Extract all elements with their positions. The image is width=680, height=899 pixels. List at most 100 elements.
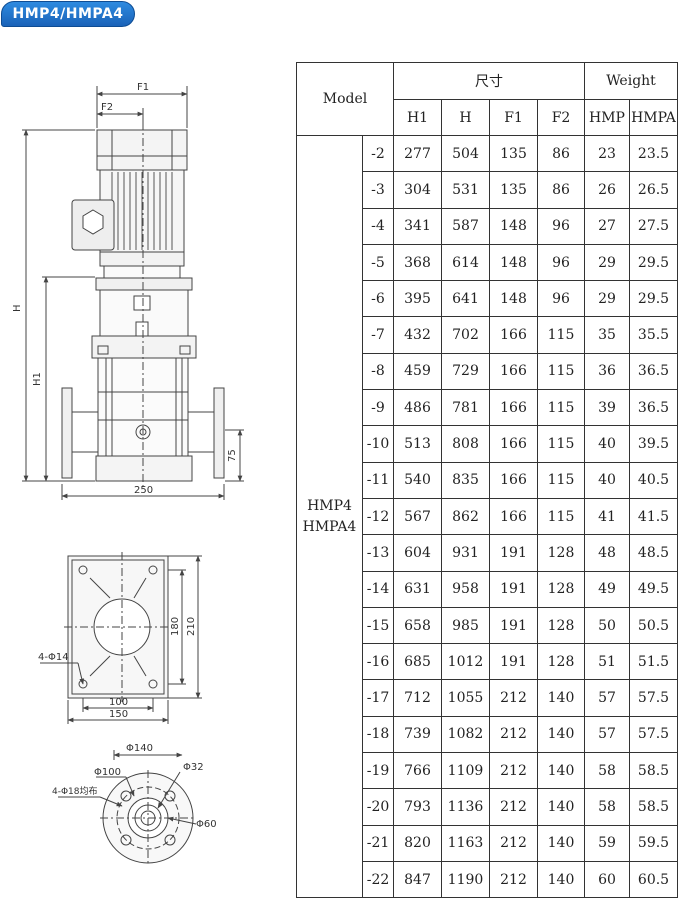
cell-f2: 115 <box>537 389 585 427</box>
header-dimensions: 尺寸 <box>393 62 585 100</box>
cell-f1: 191 <box>489 606 538 645</box>
cell-f2: 115 <box>537 461 585 499</box>
cell-weight-hmp: 41 <box>584 497 630 536</box>
plan-150-label: 150 <box>109 709 128 720</box>
cell-f1: 135 <box>489 171 538 209</box>
cell-model-suffix: -21 <box>362 824 394 862</box>
cell-model-suffix: -12 <box>362 497 394 536</box>
cell-h: 1190 <box>441 860 490 899</box>
cell-weight-hmp: 49 <box>584 570 630 608</box>
dim-h1-label: H1 <box>32 372 43 386</box>
flange-60-label: Φ60 <box>196 819 217 830</box>
cell-h1: 304 <box>393 171 442 209</box>
cell-h1: 685 <box>393 643 442 681</box>
cell-f1: 148 <box>489 207 538 245</box>
cell-h1: 341 <box>393 207 442 245</box>
cell-h: 1109 <box>441 752 490 790</box>
pump-elevation <box>22 86 244 500</box>
cell-h: 1012 <box>441 643 490 681</box>
cell-f1: 148 <box>489 280 538 318</box>
cell-h1: 567 <box>393 497 442 536</box>
flange-100-label: Φ100 <box>94 767 121 778</box>
cell-model-suffix: -3 <box>362 171 394 209</box>
cell-weight-hmp: 60 <box>584 860 630 899</box>
header-h: H <box>441 99 490 136</box>
cell-model-suffix: -19 <box>362 752 394 790</box>
cell-f1: 212 <box>489 679 538 717</box>
cell-f2: 86 <box>537 171 585 209</box>
cell-h1: 658 <box>393 606 442 645</box>
header-f2: F2 <box>537 99 585 136</box>
cell-f1: 212 <box>489 860 538 899</box>
cell-h1: 513 <box>393 425 442 463</box>
cell-h: 587 <box>441 207 490 245</box>
cell-model-suffix: -22 <box>362 860 394 899</box>
model-badge: HMP4/HMPA4 <box>1 1 135 27</box>
header-f1: F1 <box>489 99 538 136</box>
cell-model-suffix: -8 <box>362 352 394 391</box>
cell-h1: 486 <box>393 389 442 427</box>
cell-weight-hmpa: 27.5 <box>629 207 678 245</box>
cell-weight-hmp: 40 <box>584 425 630 463</box>
cell-weight-hmp: 50 <box>584 606 630 645</box>
cell-f2: 96 <box>537 207 585 245</box>
cell-h: 1055 <box>441 679 490 717</box>
cell-h1: 368 <box>393 243 442 282</box>
cell-h1: 432 <box>393 316 442 354</box>
cell-weight-hmp: 48 <box>584 534 630 572</box>
cell-h1: 277 <box>393 134 442 173</box>
cell-f1: 166 <box>489 316 538 354</box>
plan-180-label: 180 <box>170 617 181 636</box>
cell-weight-hmpa: 51.5 <box>629 643 678 681</box>
cell-f2: 140 <box>537 824 585 862</box>
plan-holes-label: 4-Φ14 <box>38 652 69 663</box>
cell-weight-hmp: 40 <box>584 461 630 499</box>
cell-f2: 96 <box>537 280 585 318</box>
cell-h: 958 <box>441 570 490 608</box>
cell-weight-hmpa: 58.5 <box>629 788 678 826</box>
cell-h: 985 <box>441 606 490 645</box>
cell-weight-hmpa: 36.5 <box>629 352 678 391</box>
cell-h: 1136 <box>441 788 490 826</box>
cell-weight-hmpa: 57.5 <box>629 715 678 754</box>
cell-f1: 191 <box>489 643 538 681</box>
header-hmpa: HMPA <box>629 99 678 136</box>
cell-h: 835 <box>441 461 490 499</box>
flange-view <box>58 750 197 866</box>
cell-weight-hmp: 36 <box>584 352 630 391</box>
flange-140-label: Φ140 <box>126 743 153 754</box>
cell-f1: 166 <box>489 461 538 499</box>
cell-model-suffix: -11 <box>362 461 394 499</box>
cell-h: 808 <box>441 425 490 463</box>
cell-f1: 191 <box>489 570 538 608</box>
cell-f1: 191 <box>489 534 538 572</box>
cell-h1: 793 <box>393 788 442 826</box>
cell-weight-hmpa: 23.5 <box>629 134 678 173</box>
cell-model-suffix: -5 <box>362 243 394 282</box>
cell-f2: 115 <box>537 425 585 463</box>
cell-f1: 148 <box>489 243 538 282</box>
cell-weight-hmpa: 58.5 <box>629 752 678 790</box>
cell-weight-hmp: 35 <box>584 316 630 354</box>
cell-weight-hmp: 26 <box>584 171 630 209</box>
cell-weight-hmpa: 26.5 <box>629 171 678 209</box>
cell-h: 1163 <box>441 824 490 862</box>
cell-weight-hmp: 29 <box>584 280 630 318</box>
cell-h1: 739 <box>393 715 442 754</box>
cell-h1: 847 <box>393 860 442 899</box>
cell-f1: 135 <box>489 134 538 173</box>
cell-weight-hmpa: 39.5 <box>629 425 678 463</box>
cell-f1: 212 <box>489 715 538 754</box>
dim-75-label: 75 <box>227 449 238 462</box>
technical-drawing: F1 F2 H H1 75 250 4-Φ14 180 210 <box>12 82 244 866</box>
flange-holes-label: 4-Φ18均布 <box>52 785 98 797</box>
cell-weight-hmpa: 36.5 <box>629 389 678 427</box>
